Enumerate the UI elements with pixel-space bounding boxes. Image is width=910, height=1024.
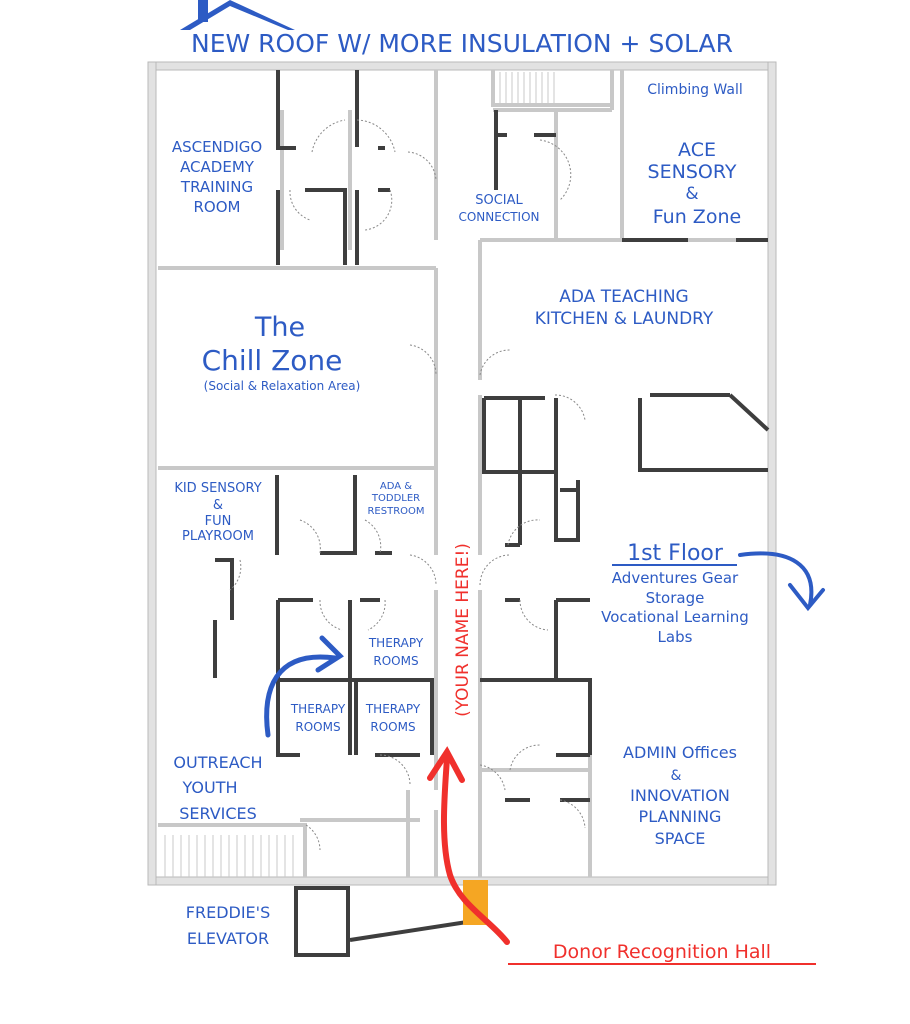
donor-recognition-hall: Donor Recognition Hall — [508, 941, 816, 965]
svg-text:ASCENDIGO: ASCENDIGO — [172, 138, 262, 156]
svg-text:KITCHEN & LAUNDRY: KITCHEN & LAUNDRY — [535, 309, 714, 329]
svg-text:Fun Zone: Fun Zone — [653, 206, 741, 228]
svg-text:The: The — [254, 312, 305, 343]
svg-text:THERAPY: THERAPY — [368, 636, 424, 650]
room-ascendigo: ASCENDIGO ACADEMY TRAINING ROOM — [172, 138, 262, 216]
svg-text:1st Floor: 1st Floor — [627, 541, 724, 566]
room-outreach: OUTREACH YOUTH SERVICES — [173, 753, 262, 823]
svg-text:SENSORY: SENSORY — [648, 161, 737, 183]
svg-text:OUTREACH: OUTREACH — [173, 753, 262, 772]
roof-icon — [180, 0, 295, 30]
climbing-wall-label: Climbing Wall — [647, 82, 742, 98]
svg-text:CONNECTION: CONNECTION — [458, 210, 539, 224]
therapy-rooms-right: THERAPY ROOMS — [365, 702, 421, 734]
room-kid-sensory: KID SENSORY & FUN PLAYROOM — [174, 481, 261, 544]
svg-text:SPACE: SPACE — [655, 829, 706, 848]
svg-text:SERVICES: SERVICES — [179, 804, 257, 823]
room-ace-sensory: ACE SENSORY & Fun Zone — [648, 139, 742, 228]
svg-text:PLANNING: PLANNING — [639, 807, 722, 826]
svg-text:FUN: FUN — [205, 514, 232, 529]
svg-text:Donor Recognition Hall: Donor Recognition Hall — [553, 941, 771, 963]
roof-title: NEW ROOF W/ MORE INSULATION + SOLAR — [191, 29, 733, 58]
svg-text:TODDLER: TODDLER — [371, 493, 420, 504]
svg-text:Chill Zone: Chill Zone — [202, 344, 343, 377]
svg-text:FREDDIE'S: FREDDIE'S — [186, 903, 270, 922]
svg-text:SOCIAL: SOCIAL — [475, 193, 523, 208]
svg-text:ACADEMY: ACADEMY — [180, 158, 255, 176]
therapy-rooms-top: THERAPY ROOMS — [368, 636, 424, 668]
svg-text:THERAPY: THERAPY — [365, 702, 421, 716]
your-name-here-label: (YOUR NAME HERE!) — [453, 543, 473, 717]
svg-text:YOUTH: YOUTH — [181, 778, 237, 797]
svg-text:(Social & Relaxation Area): (Social & Relaxation Area) — [204, 379, 361, 393]
dark-walls — [213, 70, 770, 957]
svg-text:&: & — [685, 184, 698, 204]
svg-text:ACE: ACE — [678, 139, 716, 161]
svg-text:RESTROOM: RESTROOM — [367, 506, 424, 517]
red-arrow-donor — [427, 746, 510, 945]
chimney-icon — [198, 0, 208, 22]
svg-text:Adventures Gear: Adventures Gear — [612, 569, 739, 587]
room-kitchen: ADA TEACHING KITCHEN & LAUNDRY — [535, 287, 714, 329]
svg-text:INNOVATION: INNOVATION — [630, 786, 730, 805]
room-chill-zone: The Chill Zone (Social & Relaxation Area… — [202, 312, 361, 393]
floor-info: 1st Floor Adventures Gear Storage Vocati… — [601, 541, 749, 646]
svg-text:ROOMS: ROOMS — [295, 720, 340, 734]
stairs — [164, 72, 555, 877]
svg-text:Storage: Storage — [646, 589, 705, 607]
svg-text:KID SENSORY: KID SENSORY — [174, 481, 261, 496]
outer-walls — [147, 61, 777, 886]
room-restroom: ADA & TODDLER RESTROOM — [367, 481, 424, 517]
svg-text:ELEVATOR: ELEVATOR — [187, 929, 269, 948]
svg-text:Vocational Learning: Vocational Learning — [601, 608, 749, 626]
room-social-connection: SOCIAL CONNECTION — [458, 193, 539, 224]
therapy-rooms-left: THERAPY ROOMS — [290, 702, 346, 734]
svg-text:&: & — [671, 768, 682, 784]
svg-text:ADA &: ADA & — [380, 481, 412, 492]
svg-text:ADMIN Offices: ADMIN Offices — [623, 743, 737, 762]
svg-text:ADA TEACHING: ADA TEACHING — [559, 287, 688, 307]
svg-text:PLAYROOM: PLAYROOM — [182, 529, 254, 544]
freddies-elevator: FREDDIE'S ELEVATOR — [186, 903, 270, 948]
blue-arrow-therapy — [264, 635, 344, 738]
svg-text:ROOMS: ROOMS — [373, 654, 418, 668]
svg-text:ROOM: ROOM — [194, 198, 241, 216]
svg-text:ROOMS: ROOMS — [370, 720, 415, 734]
door-swings — [229, 119, 586, 851]
room-admin: ADMIN Offices & INNOVATION PLANNING SPAC… — [623, 743, 737, 848]
svg-text:THERAPY: THERAPY — [290, 702, 346, 716]
svg-text:TRAINING: TRAINING — [180, 178, 253, 196]
svg-text:&: & — [213, 498, 223, 513]
svg-text:Labs: Labs — [658, 628, 693, 646]
blue-arrow-floor — [738, 551, 825, 612]
